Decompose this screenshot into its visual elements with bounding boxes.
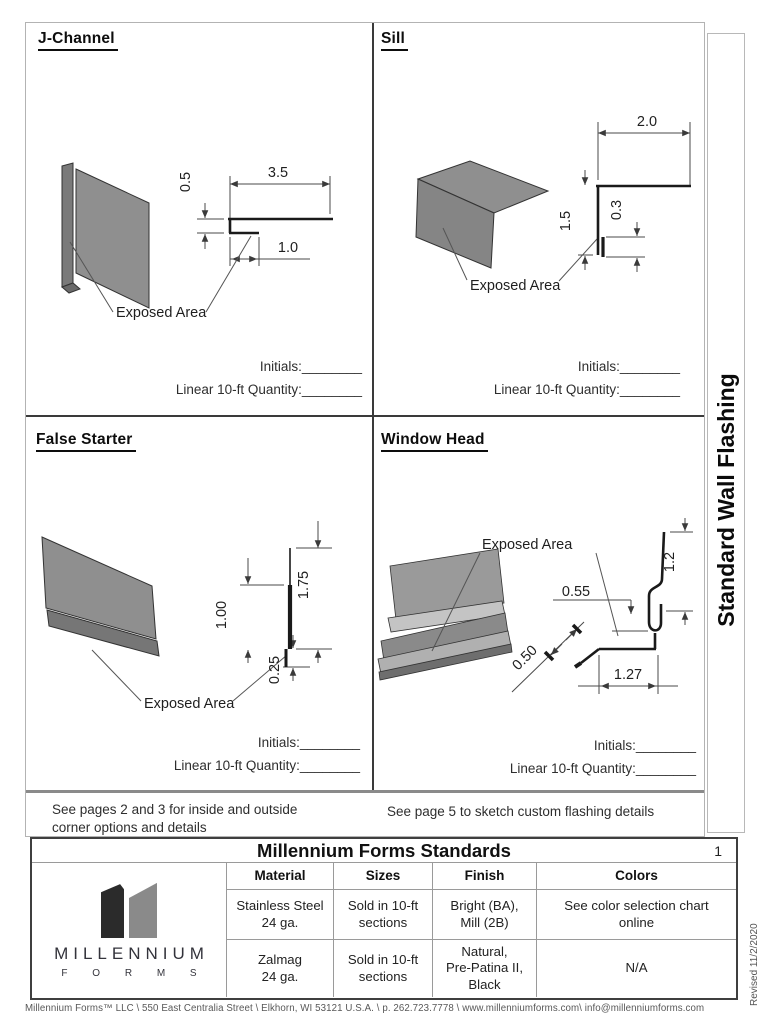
initials-line: Initials:________: [259, 359, 362, 374]
drawing-frame: [25, 22, 705, 837]
signoff-sill: Initials:________ Linear 10-ft Quantity:…: [468, 359, 680, 397]
quantity-line: Linear 10-ft Quantity:________: [493, 382, 680, 397]
quadrant-title-false-starter: False Starter: [36, 431, 136, 452]
cell-sizes-row1: Sold in 10-ft sections: [333, 889, 432, 939]
col-header-sizes: Sizes: [333, 863, 432, 889]
cell-colors-row1: See color selection chart online: [536, 889, 736, 939]
logo-wordmark-sub: F O R M S: [61, 967, 208, 979]
col-header-material: Material: [226, 863, 333, 889]
logo-wordmark: MILLENNIUM: [54, 944, 209, 964]
initials-line: Initials:________: [257, 735, 360, 750]
quadrant-horizontal-divider: [26, 415, 704, 417]
page-title-vertical: Standard Wall Flashing: [713, 373, 739, 627]
signoff-window-head: Initials:________ Linear 10-ft Quantity:…: [484, 738, 696, 776]
cell-material-row2: Zalmag 24 ga.: [226, 939, 333, 997]
cell-colors-row2: N/A: [536, 939, 736, 997]
quadrant-vertical-divider: [372, 23, 374, 790]
cell-material-row1: Stainless Steel 24 ga.: [226, 889, 333, 939]
quadrant-title-sill: Sill: [381, 30, 409, 51]
note-corner-options: See pages 2 and 3 for inside and outside…: [52, 802, 298, 835]
cell-finish-row2: Natural, Pre-Patina II, Black: [432, 939, 536, 997]
page-number: 1: [714, 843, 722, 859]
quantity-line: Linear 10-ft Quantity:________: [509, 761, 696, 776]
company-logo: MILLENNIUM F O R M S: [32, 863, 226, 997]
cell-finish-row1: Bright (BA), Mill (2B): [432, 889, 536, 939]
col-header-colors: Colors: [536, 863, 736, 889]
quantity-line: Linear 10-ft Quantity:________: [175, 382, 362, 397]
col-header-finish: Finish: [432, 863, 536, 889]
vertical-title-box: [707, 33, 745, 833]
cell-sizes-row2: Sold in 10-ft sections: [333, 939, 432, 997]
table-title: Millennium Forms Standards: [257, 840, 511, 861]
quadrant-title-window-head: Window Head: [381, 431, 488, 452]
initials-line: Initials:________: [593, 738, 696, 753]
quadrant-title-j-channel: J-Channel: [38, 30, 118, 51]
signoff-false-starter: Initials:________ Linear 10-ft Quantity:…: [148, 735, 360, 773]
signoff-j-channel: Initials:________ Linear 10-ft Quantity:…: [150, 359, 362, 397]
footer-contact-line: Millennium Forms™ LLC \ 550 East Central…: [25, 1003, 705, 1014]
quantity-line: Linear 10-ft Quantity:________: [173, 758, 360, 773]
initials-line: Initials:________: [577, 359, 680, 374]
note-custom-flashing: See page 5 to sketch custom flashing det…: [387, 804, 655, 819]
revised-date: Revised 11/2/2020: [749, 923, 760, 1006]
notes-separator-line: [26, 790, 704, 793]
standards-table: Millennium Forms Standards 1 MILLENNIUM …: [30, 837, 738, 1000]
millennium-forms-logo-icon: [101, 880, 157, 939]
